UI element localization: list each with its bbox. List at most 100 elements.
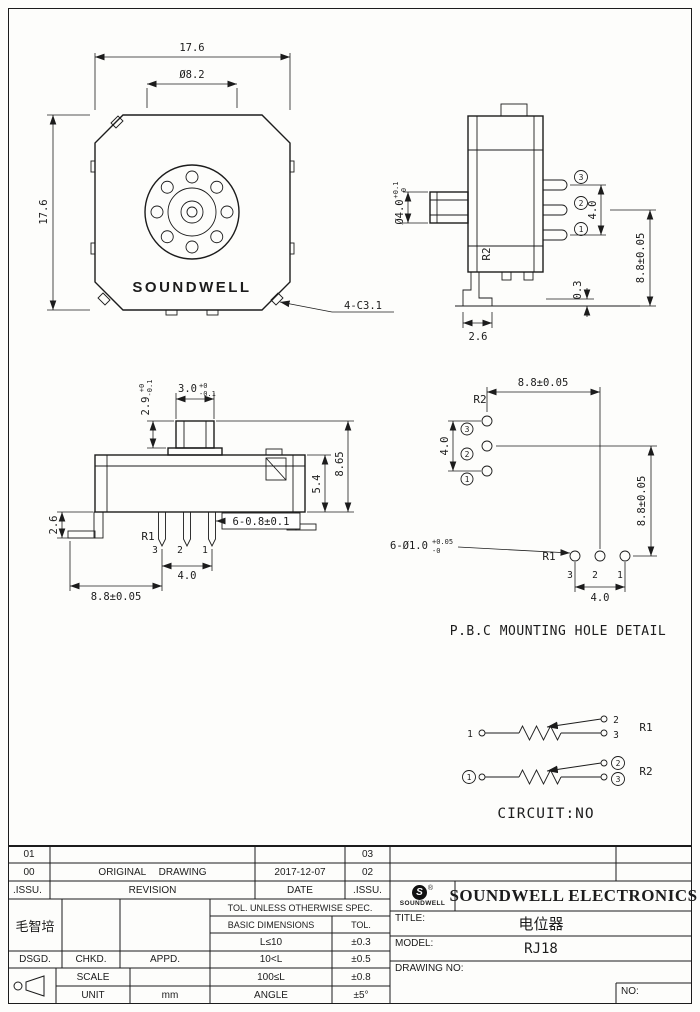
front-view-dimensions: 17.6 Ø8.2 17.6 4-C3.1 [38, 42, 394, 313]
dim-front-width: 17.6 [179, 42, 204, 54]
unit-label: UNIT [81, 989, 105, 1001]
resistor-ref-r2: R2 [480, 247, 493, 260]
front-view: SOUNDWELL [90, 114, 295, 316]
pcb-hole-detail: R2 3 2 1 4.0 8.8±0.05 8.8±0.05 6-Ø1.0 +0… [390, 377, 666, 639]
rev-row3-date: DATE [287, 884, 313, 896]
tolerance-row3-tol: ±0.8 [351, 971, 371, 983]
dim-shaft-dia-upper: +0.1 [392, 182, 400, 199]
pcb-hole-note-lower: -0 [432, 547, 440, 555]
tolerance-header: TOL. UNLESS OTHERWISE SPEC. [227, 902, 373, 913]
pin-label-circled-2: 2 [579, 199, 584, 208]
tolerance-col-dim: BASIC DIMENSIONS [227, 919, 315, 930]
pin-label-circled-1: 1 [579, 225, 584, 234]
pcb-r2-hole-1: 1 [465, 475, 470, 484]
circuit-r1-terminal-3: 3 [613, 730, 619, 741]
tolerance-row1-dim: L≤10 [259, 936, 283, 948]
tolerance-col-tol: TOL. [351, 919, 371, 930]
rev-row3-desc: REVISION [128, 884, 177, 896]
dim-shaft-height-lower: -0.1 [146, 380, 154, 397]
pcb-r2-hole-2: 2 [465, 450, 470, 459]
circuit-r1-ref: R1 [639, 721, 652, 734]
title-label: TITLE: [395, 912, 426, 924]
pcb-dim-top: 8.8±0.05 [518, 377, 569, 389]
pcb-dim-right: 8.8±0.05 [636, 476, 648, 527]
tolerance-row1-tol: ±0.3 [351, 936, 371, 948]
projection-symbol [8, 968, 56, 1004]
pcb-hole-note: 6-Ø1.0 [390, 540, 428, 552]
soundwell-logo-text: SOUNDWELL [399, 900, 446, 907]
dim-shaft-width-upper: +0 [199, 382, 207, 390]
circuit-r2-terminal-3: 3 [616, 775, 621, 784]
title-block-grid [8, 845, 692, 1004]
title-block: 01 03 00 ORIGINAL DRAWING 2017-12-07 02 … [8, 845, 698, 1004]
pcb-r2-hole-3: 3 [465, 425, 470, 434]
registered-mark: ® [427, 885, 434, 892]
dim-bolt-circle: Ø8.2 [179, 69, 204, 81]
dim-shaft-height: 2.9 [140, 397, 152, 416]
circuit-r2-terminal-1: 1 [467, 773, 472, 782]
pin-number-2: 2 [177, 545, 183, 556]
pcb-r1-hole-2: 2 [592, 570, 598, 581]
dim-shaft-height-upper: +0 [138, 384, 146, 392]
dim-shaft-dia: Ø4.0 [394, 199, 406, 224]
rev-row3-no2: .ISSU. [353, 884, 382, 896]
tolerance-row3-dim: 100≤L [257, 971, 285, 983]
side-view-right: 3 2 1 R2 [429, 103, 640, 307]
dim-row-offset-right-view: 8.8±0.05 [635, 233, 647, 284]
circuit-diagram: 1 2 3 R1 1 2 3 R2 CIRCUIT:NO [462, 715, 653, 822]
pcb-dim-r2-span: 4.0 [439, 437, 451, 456]
circuit-caption: CIRCUIT:NO [497, 806, 594, 822]
first-angle-projection-icon [13, 975, 45, 997]
circuit-r2-terminal-2: 2 [616, 759, 621, 768]
pcb-r2-ref: R2 [473, 393, 486, 406]
rev-row2-date: 2017-12-07 [274, 866, 326, 878]
pcb-r1-ref: R1 [542, 550, 555, 563]
dsgd-label: DSGD. [19, 954, 51, 965]
company-name: SOUNDWELL ELECTRONICS [449, 886, 698, 905]
dim-shaft-dia-lower: 0 [400, 188, 408, 192]
drawing-frame [8, 8, 692, 1004]
dim-shaft-width: 3.0 [178, 383, 197, 395]
dim-pin-span-front-view: 4.0 [178, 570, 197, 582]
side-view-right-dimensions: Ø4.0 +0.1 0 4.0 8.8±0.05 0.3 2.6 [392, 182, 656, 343]
pcb-dim-r1-span: 4.0 [591, 592, 610, 604]
chkd-label: CHKD. [75, 954, 107, 965]
rev-row2-no2: 02 [361, 866, 374, 878]
brand-text: SOUNDWELL [132, 279, 251, 296]
pcb-hole-note-upper: +0.05 [432, 538, 453, 546]
rev-row1-no: 01 [23, 848, 35, 860]
soundwell-logo-mark: S [411, 885, 427, 900]
model-label: MODEL: [395, 937, 434, 949]
resistor-ref-r1: R1 [141, 530, 154, 543]
model-value: RJ18 [524, 940, 558, 957]
side-view-front-dimensions: 2.9 +0 -0.1 3.0 +0 -0.1 5.4 8.65 2.6 6-0… [48, 380, 354, 603]
drawing-no-label: DRAWING NO: [395, 962, 464, 974]
dim-foot-width: 2.6 [469, 331, 488, 343]
rev-row2-no: 00 [23, 866, 35, 878]
rev-row2-desc: ORIGINAL DRAWING [98, 866, 207, 878]
pin-label-circled-3: 3 [579, 173, 584, 182]
soundwell-logo: S ® SOUNDWELL [390, 881, 455, 911]
pcb-r1-hole-1: 1 [617, 570, 623, 581]
pin-number-3: 3 [152, 545, 158, 556]
chamfer-note: 4-C3.1 [344, 300, 382, 312]
circuit-r1-terminal-1: 1 [467, 729, 473, 740]
tolerance-row2-tol: ±0.5 [351, 954, 371, 965]
drawing-area: SOUNDWELL 17.6 Ø8.2 17.6 4-C3.1 [38, 42, 666, 822]
tolerance-row4-tol: ±5° [353, 989, 369, 1001]
dim-leg-length: 2.6 [48, 516, 60, 535]
circuit-r2-ref: R2 [639, 765, 652, 778]
pin-section-note: 6-0.8±0.1 [233, 516, 290, 528]
side-view-front [67, 420, 317, 548]
pin-number-1: 1 [202, 545, 208, 556]
title-value: 电位器 [518, 916, 564, 933]
dim-body-height: 5.4 [311, 475, 323, 494]
rev-row3-no: .ISSU. [13, 884, 42, 896]
rev-row1-no2: 03 [361, 848, 374, 860]
dim-shaft-width-lower: -0.1 [199, 390, 216, 398]
circuit-r1-terminal-2: 2 [613, 715, 619, 726]
pcb-r1-hole-3: 3 [567, 570, 573, 581]
no-label: NO: [621, 985, 639, 997]
designer-signature: 毛智培 [15, 918, 55, 934]
